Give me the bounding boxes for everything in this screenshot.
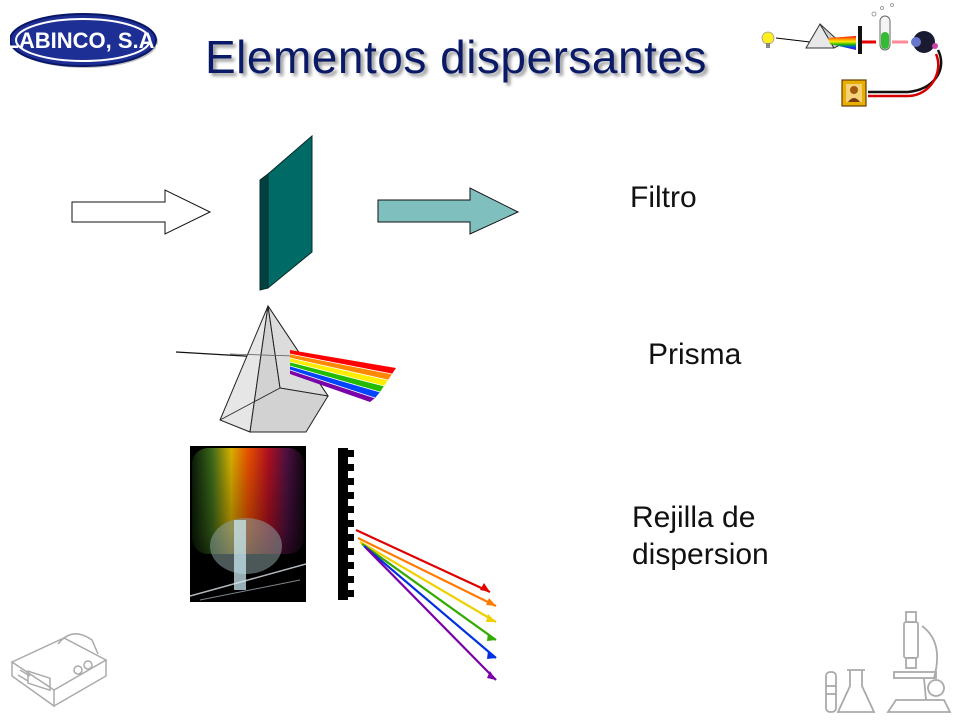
filter-diagram — [71, 134, 520, 291]
spectrophotometer-scheme-icon — [761, 3, 943, 107]
filter-label: Filtro — [630, 181, 697, 214]
spectrophotometer-device-icon — [10, 633, 108, 708]
diffracted-ray-orange — [357, 537, 497, 607]
grating-label: Rejilla de dispersion — [632, 500, 769, 573]
page-title: Elementos dispersantes — [205, 31, 707, 83]
diffracted-ray-violet — [365, 547, 497, 681]
spectrum-band-orange — [290, 354, 392, 380]
grating-photo — [190, 446, 306, 602]
microscope-glassware-icon — [825, 611, 952, 713]
filter-slab — [267, 134, 313, 290]
output-light-arrow — [377, 187, 520, 235]
filter-slab-side — [259, 173, 269, 291]
spectrum-band-green — [290, 362, 384, 392]
diffracted-ray-red — [355, 529, 491, 593]
labinco-logo: LABINCO, S.A. — [8, 13, 158, 68]
logo-text: LABINCO, S.A. — [8, 28, 158, 53]
prism-label: Prisma — [648, 338, 742, 371]
diffracted-ray-blue — [363, 545, 497, 659]
spectrum-band-red — [290, 350, 396, 374]
grating-diagram — [338, 448, 497, 681]
grating-bar — [338, 448, 348, 600]
diffracted-ray-yellow — [359, 541, 497, 623]
grating-label-line1: Rejilla de — [632, 501, 756, 534]
prism-diagram — [175, 304, 396, 433]
spectrum-band-violet — [290, 370, 375, 402]
grating-label-line2: dispersion — [632, 537, 769, 571]
spectrum-band-yellow — [290, 358, 388, 386]
input-light-arrow — [71, 189, 212, 235]
spectrum-band-blue — [290, 366, 380, 398]
diffracted-ray-green — [361, 543, 497, 641]
grating-teeth — [348, 450, 354, 597]
